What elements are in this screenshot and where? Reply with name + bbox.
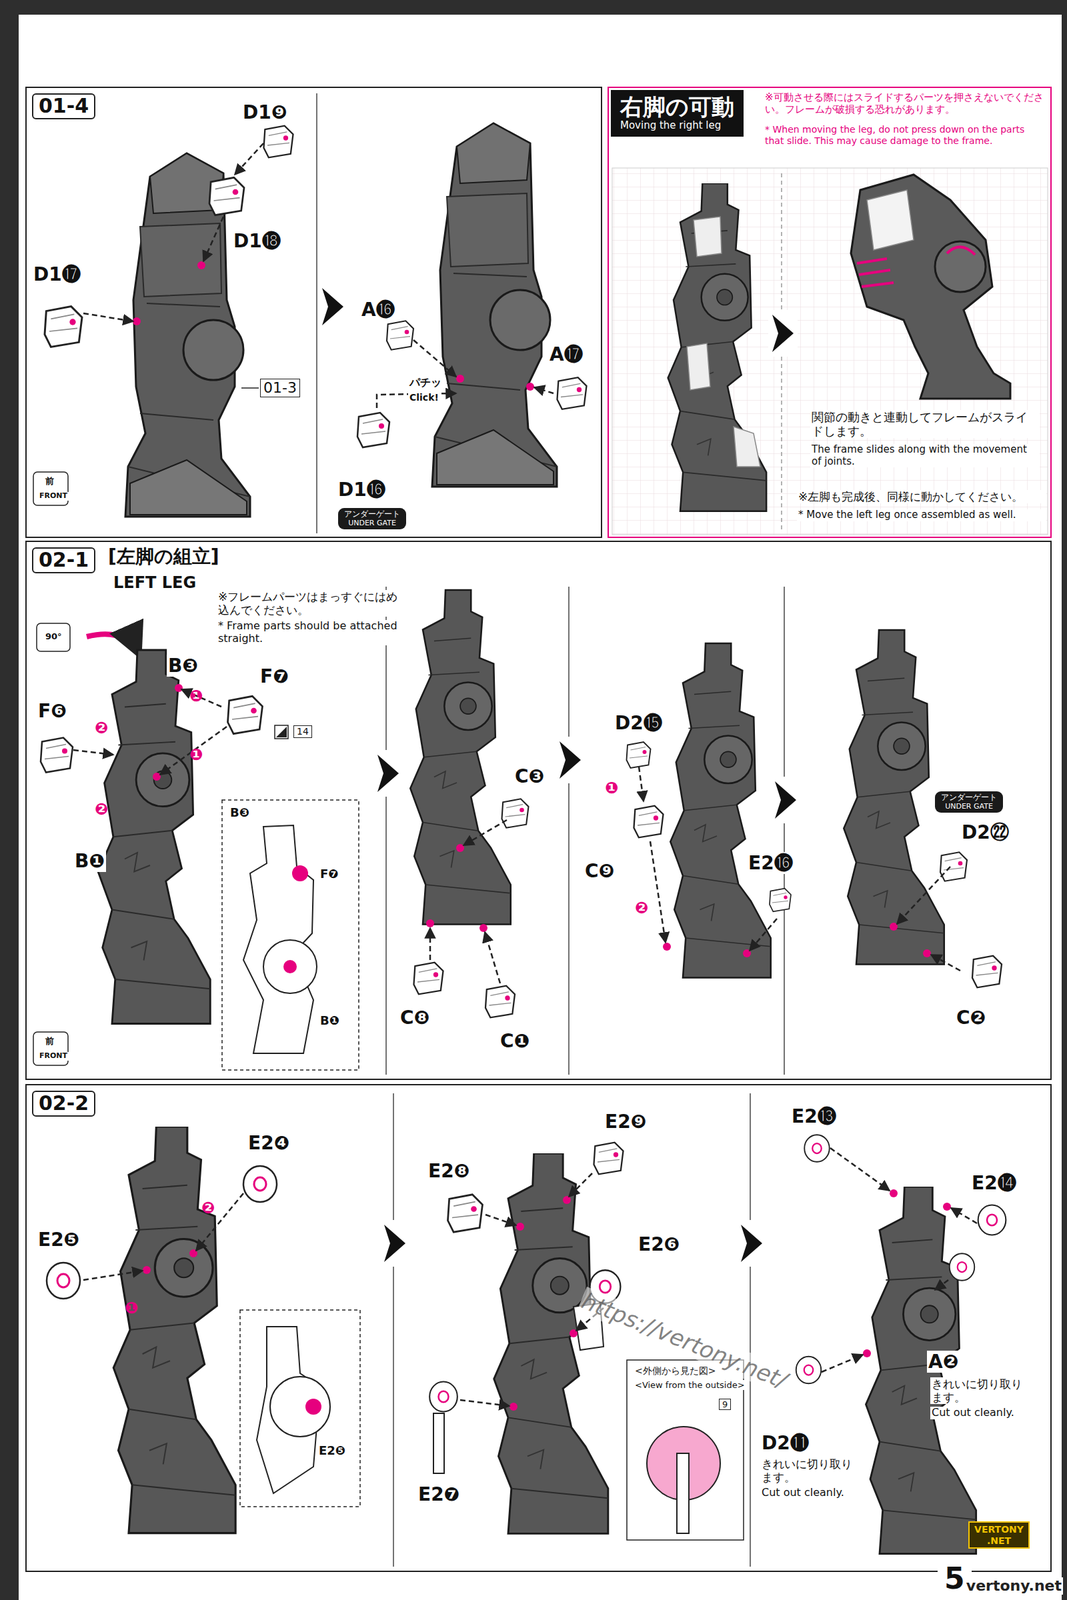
- site-logo: VERTONY .NET: [968, 1521, 1030, 1550]
- part-callout: F❼: [258, 665, 291, 688]
- note-text: 関節の動きと連動してフレームがスライドします。: [810, 410, 1040, 439]
- inset-caption: <View from the outside>: [633, 1380, 747, 1391]
- badge-text: アンダーゲート: [344, 510, 401, 520]
- part-callout: A⓰: [360, 298, 397, 321]
- watermark: https://vertony.net/: [576, 1287, 793, 1396]
- step-marker: ❶: [603, 778, 620, 798]
- title-bar: 右脚の可動Moving the right leg: [610, 90, 744, 137]
- part-callout: B❸: [166, 654, 200, 677]
- note-text: The frame slides along with the movement…: [810, 444, 1040, 468]
- inset-part-callout: B❶: [318, 1013, 341, 1028]
- inset-part-callout: B❸: [228, 805, 251, 820]
- note-text: きれいに切り取ります。: [930, 1377, 1030, 1405]
- part-callout: D2㉒: [960, 821, 1011, 844]
- inset-part-callout: F❼: [318, 866, 341, 881]
- step-panel: 01-4 アンダーゲートUNDER GATE: [25, 86, 603, 539]
- part-callout: D1⓰: [336, 478, 387, 501]
- part-callout: D2⓯: [613, 712, 664, 735]
- inset-part-callout: E2❺: [317, 1443, 347, 1458]
- part-callout: B❶: [73, 850, 107, 873]
- step-marker: ❶: [188, 745, 205, 765]
- part-callout: C❶: [498, 1030, 531, 1053]
- inset-part-callout: パチッ: [408, 376, 443, 390]
- part-callout: E2❻: [636, 1233, 681, 1256]
- panel-subtitle: Moving the right leg: [620, 120, 735, 132]
- reference-box: 9: [718, 1399, 731, 1411]
- icon-label: 前: [44, 1036, 56, 1047]
- icon-label: FRONT: [38, 1052, 69, 1061]
- step-panel: 02-1 [左脚の組立] LEFT LEG アンダーゲートUNDER GATE: [25, 540, 1052, 1081]
- under-gate-badge: アンダーゲートUNDER GATE: [934, 791, 1003, 813]
- part-callout: C❾: [583, 860, 616, 883]
- reference-box: 01-3: [260, 378, 301, 398]
- part-callout: E2❽: [426, 1160, 471, 1183]
- part-callout: E2⓮: [970, 1172, 1018, 1195]
- note-text: Cut out cleanly.: [760, 1487, 863, 1500]
- step-marker: ❶: [188, 686, 205, 706]
- part-callout: E2❹: [246, 1132, 291, 1155]
- part-callout: E2❼: [416, 1483, 461, 1506]
- caution-text: ※可動させる際にはスライドするパーツを押さえないでください。フレームが破損する恐…: [763, 92, 1047, 116]
- note-text: ※フレームパーツはまっすぐにはめ込んでください。: [216, 590, 400, 617]
- part-callout: D1⓱: [32, 263, 83, 286]
- inset-caption: <外側から見た図>: [633, 1365, 717, 1378]
- reference-box: 14: [293, 725, 313, 739]
- step-title: [左脚の組立]: [106, 546, 221, 568]
- step-marker: ❶: [123, 1299, 140, 1318]
- note-text: ※左脚も完成後、同様に動かしてください。: [796, 490, 1047, 504]
- note-text: * Move the left leg once assembled as we…: [796, 509, 1047, 522]
- note-text: * Frame parts should be attached straigh…: [216, 620, 400, 646]
- step-number: 01-4: [32, 93, 96, 120]
- step-marker: ❷: [200, 1199, 217, 1218]
- part-callout: E2⓭: [790, 1105, 838, 1128]
- icon-label: 前: [44, 476, 56, 487]
- badge-text: アンダーゲート: [940, 793, 997, 803]
- icon-label: 90°: [44, 631, 64, 642]
- step-number: 02-2: [32, 1091, 96, 1118]
- step-marker: ❷: [93, 800, 110, 819]
- part-callout: E2❺: [36, 1229, 81, 1252]
- part-callout: A❷: [926, 1351, 960, 1374]
- badge-text: UNDER GATE: [940, 802, 997, 812]
- step-marker: ❷: [93, 718, 110, 738]
- panel-title: 右脚の可動: [620, 94, 735, 121]
- part-callout: D1❾: [241, 101, 289, 124]
- info-panel: 右脚の可動Moving the right leg: [607, 86, 1052, 539]
- part-callout: C❸: [513, 765, 546, 788]
- note-text: きれいに切り取ります。: [760, 1457, 860, 1485]
- part-callout: A⓱: [548, 343, 585, 366]
- icon-label: FRONT: [38, 492, 69, 501]
- part-callout: C❷: [954, 1006, 987, 1029]
- step-subtitle: LEFT LEG: [112, 574, 198, 593]
- part-callout: F❻: [36, 700, 69, 723]
- part-callout: D2⓫: [760, 1432, 811, 1455]
- under-gate-badge: アンダーゲートUNDER GATE: [338, 508, 407, 530]
- part-callout: E2❾: [603, 1111, 648, 1134]
- step-panel: 02-2: [25, 1084, 1052, 1573]
- step-marker: ❷: [633, 898, 650, 918]
- step-number: 02-1: [32, 547, 96, 574]
- badge-text: UNDER GATE: [344, 519, 401, 529]
- note-text: Cut out cleanly.: [930, 1407, 1033, 1420]
- part-callout: C❽: [398, 1006, 431, 1029]
- inset-part-callout: Click!: [408, 392, 441, 404]
- part-callout: D1⓲: [232, 230, 283, 253]
- site-name: vertony.net: [964, 1577, 1063, 1596]
- part-callout: E2⓰: [746, 852, 795, 875]
- caution-text: * When moving the leg, do not press down…: [763, 124, 1047, 147]
